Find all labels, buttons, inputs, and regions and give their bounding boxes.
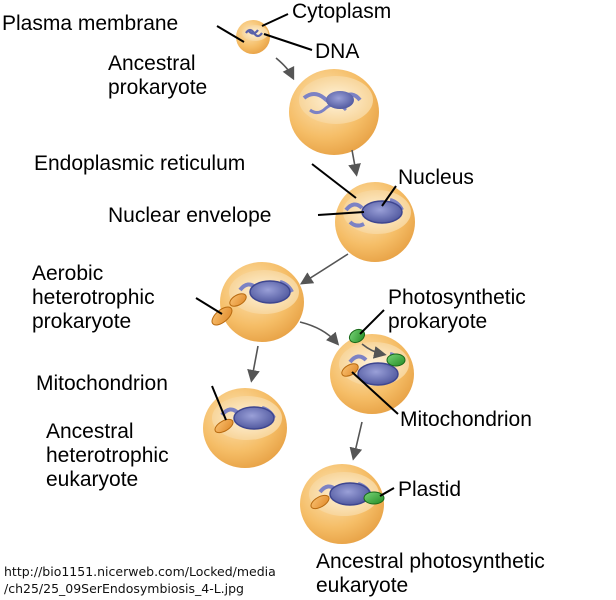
label-dna: DNA: [315, 40, 359, 63]
leader-dna: [263, 33, 313, 51]
leader-mitochondrion-left: [211, 385, 227, 421]
label-aerobic-line1: Aerobic: [32, 262, 103, 285]
engulfing-cell: [211, 262, 304, 342]
label-photo-eukaryote-line2: eukaryote: [316, 574, 408, 597]
leader-cytoplasm: [261, 13, 289, 27]
ancestral-prokaryote-cell: [236, 20, 270, 54]
leader-endoplasmic-reticulum: [311, 163, 357, 199]
photosynthetic-eukaryote-cell: [300, 464, 385, 544]
heterotrophic-eukaryote-cell: [203, 388, 287, 468]
source-url-line2: /ch25/25_09SerEndosymbiosis_4-L.jpg: [4, 581, 244, 596]
label-cytoplasm: Cytoplasm: [292, 0, 391, 23]
leader-photosynthetic-prokaryote: [359, 309, 385, 335]
label-plasma-membrane: Plasma membrane: [2, 12, 178, 35]
dna-coil: [245, 28, 263, 38]
label-nucleus: Nucleus: [398, 166, 474, 189]
label-photosynthetic-line1: Photosynthetic: [388, 286, 526, 309]
leader-mitochondrion-right: [351, 371, 399, 415]
label-photo-eukaryote-line1: Ancestral photosynthetic: [316, 550, 545, 573]
label-mitochondrion-left: Mitochondrion: [36, 372, 168, 395]
label-nuclear-envelope: Nuclear envelope: [108, 204, 271, 227]
label-photosynthetic-line2: prokaryote: [388, 310, 487, 333]
leader-plasma-membrane: [216, 25, 245, 43]
label-aerobic-line3: prokaryote: [32, 310, 131, 333]
label-het-eukaryote-line2: heterotrophic: [46, 444, 169, 467]
arrow-4-to-6: [299, 321, 340, 346]
infolding-prokaryote-cell: [289, 69, 379, 155]
label-endoplasmic-reticulum: Endoplasmic reticulum: [34, 152, 245, 175]
source-url-line1: http://bio1151.nicerweb.com/Locked/media: [4, 564, 276, 579]
label-het-eukaryote-line1: Ancestral: [46, 420, 134, 443]
mitochondrion-shape-left: [214, 418, 234, 434]
process-arrows: [247, 57, 387, 461]
label-ancestral-prokaryote-line2: prokaryote: [108, 76, 207, 99]
engulfed-plastid-shape: [386, 353, 406, 367]
arrow-1-to-2: [275, 57, 295, 81]
label-aerobic-line2: heterotrophic: [32, 286, 155, 309]
label-het-eukaryote-line3: eukaryote: [46, 468, 138, 491]
leader-nuclear-envelope: [317, 211, 365, 216]
nucleated-cell: [335, 182, 415, 262]
arrow-2-to-3: [348, 149, 361, 177]
arrow-3-to-4: [299, 253, 349, 285]
leader-nucleus: [381, 185, 397, 207]
label-mitochondrion-right: Mitochondrion: [400, 408, 532, 431]
photosynthetic-engulfing-cell: [330, 334, 414, 414]
internal-mitochondrion: [229, 293, 247, 307]
leader-aerobic-prokaryote: [195, 297, 223, 315]
arrow-photosynthetic-entry: [361, 343, 387, 359]
leader-lines: [195, 13, 399, 497]
plastid-shape: [363, 491, 385, 505]
label-ancestral-prokaryote-line1: Ancestral: [108, 52, 196, 75]
leader-plastid: [379, 487, 395, 497]
arrow-6-to-7: [349, 421, 363, 461]
arrow-4-to-5: [247, 345, 260, 383]
label-plastid: Plastid: [398, 478, 461, 501]
